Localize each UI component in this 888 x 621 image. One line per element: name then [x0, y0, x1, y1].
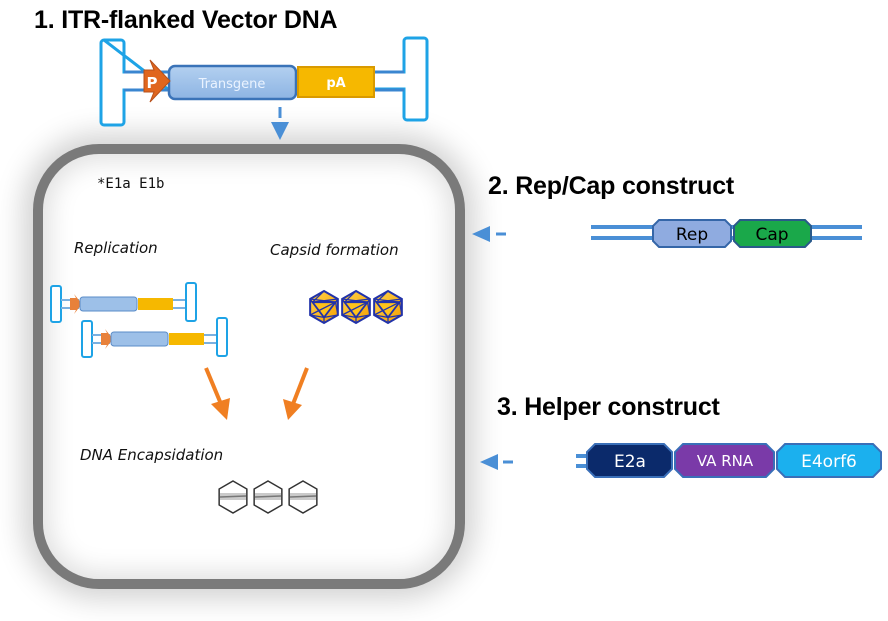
- dna-encapsidation-label: DNA Encapsidation: [80, 446, 224, 464]
- e4orf6-box: [776, 443, 882, 478]
- capsid-icon: [309, 289, 339, 325]
- va-rna-label: VA RNA: [697, 452, 754, 470]
- capsid-to-encapsidation-arrow: [283, 367, 309, 420]
- helper-construct: E2a VA RNA E4orf6: [576, 443, 882, 478]
- rep-box: [652, 219, 732, 248]
- replicating-vector-1: [50, 282, 197, 323]
- replication-to-encapsidation-arrow: [204, 367, 230, 420]
- promoter-arrow-icon: [143, 59, 171, 103]
- helper-entry-arrow: [480, 454, 513, 470]
- polya-label: pA: [326, 76, 345, 91]
- promoter-label: P: [147, 74, 158, 92]
- e4orf6-label: E4orf6: [801, 452, 857, 472]
- repcap-entry-arrow: [472, 226, 506, 242]
- vector-dna-construct: Transgene pA P: [99, 36, 429, 127]
- va-rna-box: [674, 443, 775, 478]
- repcap-construct: Rep Cap: [591, 219, 862, 248]
- vector-entry-arrow: [271, 107, 289, 140]
- title-helper-construct: 3. Helper construct: [497, 393, 720, 421]
- replicating-vector-2: [81, 317, 228, 358]
- producer-cell: [33, 144, 465, 589]
- cap-box: [733, 219, 812, 248]
- capsid-icon: [373, 289, 403, 325]
- encapsidated-particle-icon: [218, 480, 248, 514]
- replication-label: Replication: [74, 239, 158, 257]
- right-itr-icon: [374, 36, 429, 122]
- e2a-label: E2a: [614, 452, 646, 472]
- capsid-icon: [341, 289, 371, 325]
- capsid-group: [309, 289, 403, 325]
- rep-label: Rep: [676, 225, 708, 245]
- encapsidated-particle-icon: [253, 480, 283, 514]
- capsid-formation-label: Capsid formation: [270, 241, 399, 259]
- title-repcap-construct: 2. Rep/Cap construct: [488, 172, 735, 200]
- polya-box: [297, 66, 375, 98]
- cap-label: Cap: [755, 225, 788, 245]
- transgene-label: Transgene: [198, 77, 266, 92]
- e2a-box: [586, 443, 673, 478]
- left-itr-icon: [99, 38, 174, 127]
- adeno-genes-label: *E1a E1b: [97, 176, 165, 192]
- title-vector-dna: 1. ITR-flanked Vector DNA: [34, 6, 338, 34]
- encapsidated-particles: [218, 480, 318, 514]
- encapsidated-particle-icon: [288, 480, 318, 514]
